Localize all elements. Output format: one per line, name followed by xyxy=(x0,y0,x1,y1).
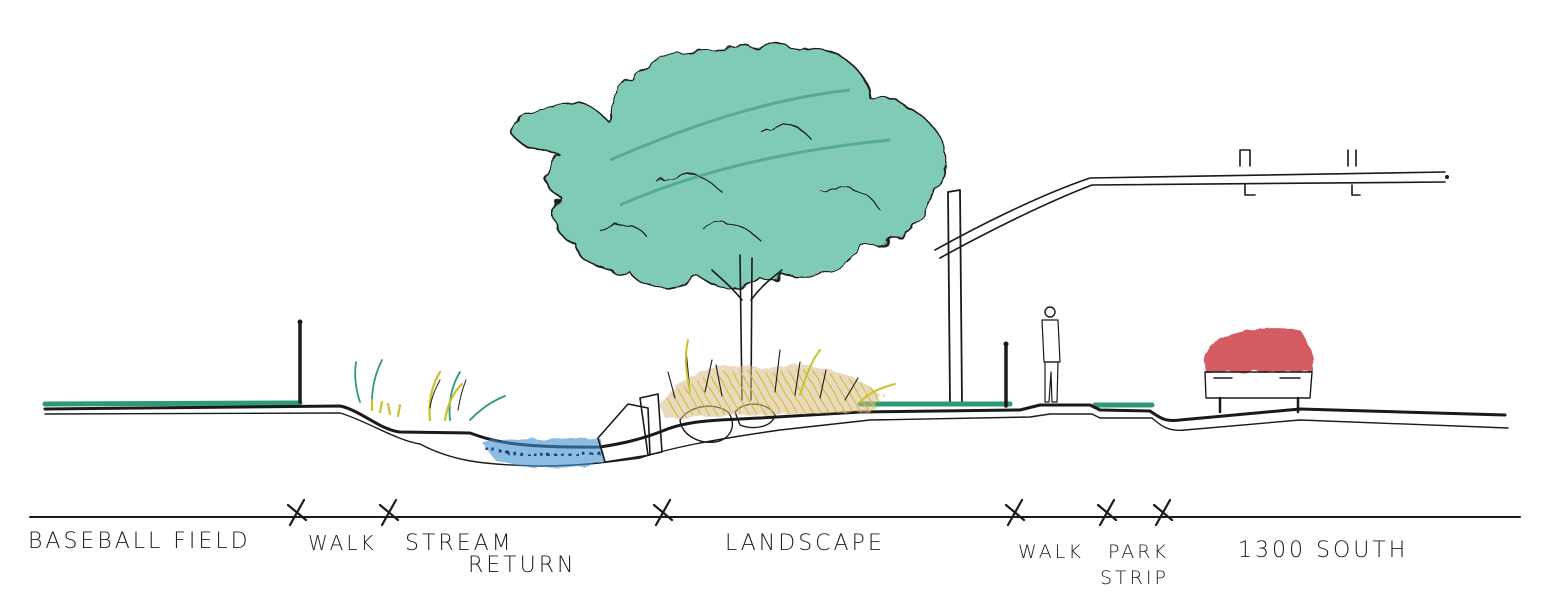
label-walk-east: WALK xyxy=(1018,541,1084,563)
label-stream: STREAM xyxy=(405,531,514,556)
tree-trunk xyxy=(711,254,783,401)
tree-canopy xyxy=(510,41,947,289)
label-1300-south: 1300 SOUTH xyxy=(1238,538,1408,563)
ground-profile xyxy=(42,400,1509,467)
stream-water xyxy=(480,438,605,468)
pedestrian xyxy=(1041,306,1061,403)
label-strip: STRIP xyxy=(1100,567,1169,589)
label-baseball-field: BASEBALL FIELD xyxy=(28,529,251,554)
dimension-line xyxy=(29,498,1521,527)
label-park: PARK xyxy=(1108,541,1169,563)
label-return: RETURN xyxy=(468,553,576,578)
landscape-planting xyxy=(660,339,896,418)
bollard-east xyxy=(1003,341,1009,408)
bollard-west xyxy=(297,319,303,404)
zone-labels: BASEBALL FIELD WALK STREAM RETURN LANDSC… xyxy=(28,529,1408,589)
label-walk-west: WALK xyxy=(308,531,377,555)
car xyxy=(1203,328,1314,414)
stream-grasses xyxy=(354,359,506,422)
label-landscape: LANDSCAPE xyxy=(725,531,885,556)
streetlight xyxy=(934,149,1449,404)
dimension-ticks xyxy=(286,498,1174,527)
